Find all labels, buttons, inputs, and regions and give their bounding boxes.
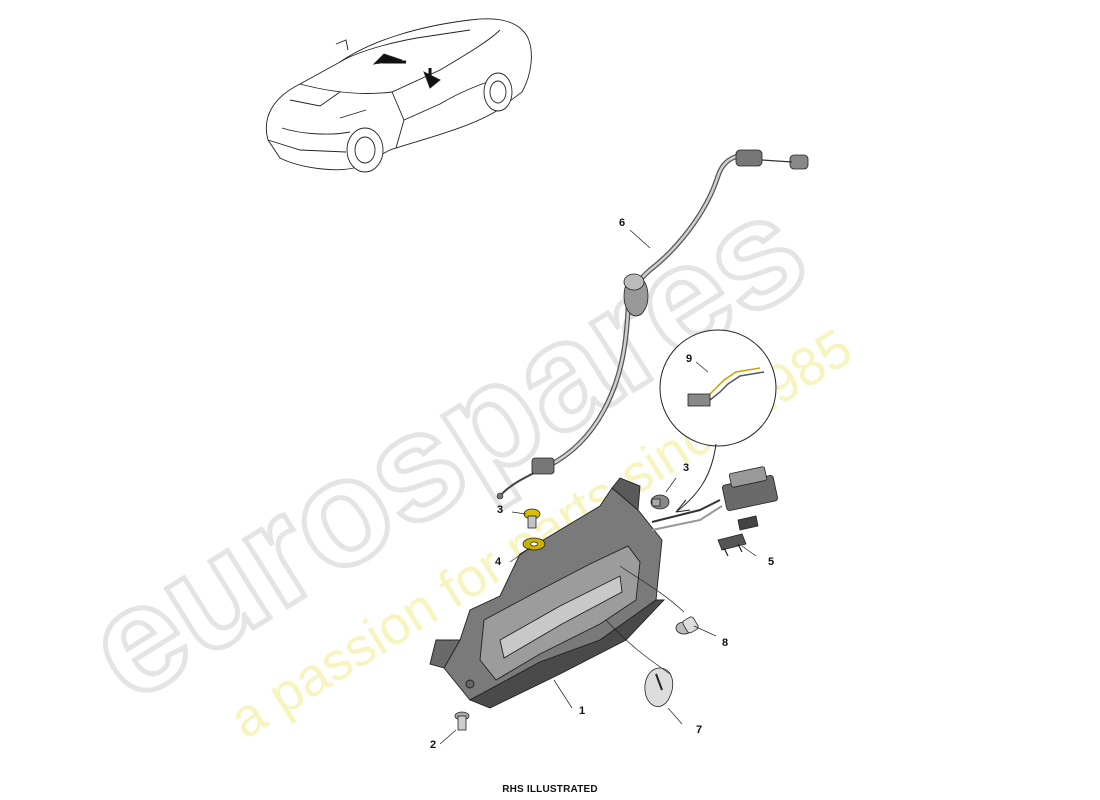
callout-8: 8 bbox=[722, 637, 729, 649]
callout-5: 5 bbox=[768, 556, 775, 568]
callout-7: 7 bbox=[696, 724, 703, 736]
callout-2: 2 bbox=[430, 739, 437, 751]
connector-block bbox=[722, 466, 778, 511]
callout-3-lower: 3 bbox=[497, 504, 504, 516]
door-handle-housing bbox=[429, 477, 723, 709]
clip-5 bbox=[717, 533, 747, 557]
caption: RHS ILLUSTRATED bbox=[502, 784, 598, 795]
detail-circle bbox=[659, 329, 777, 513]
leader-lines bbox=[439, 229, 757, 745]
fastener-3-upper bbox=[650, 494, 670, 510]
bolt-2 bbox=[454, 711, 470, 731]
callout-4: 4 bbox=[495, 556, 502, 568]
car-overview-icon bbox=[265, 18, 532, 173]
callout-1: 1 bbox=[579, 705, 586, 717]
callout-9: 9 bbox=[686, 353, 693, 365]
washer-4 bbox=[522, 537, 546, 551]
grommet-7 bbox=[644, 667, 674, 707]
callout-6: 6 bbox=[619, 217, 626, 229]
fastener-3-lower bbox=[523, 508, 541, 529]
callout-3-upper: 3 bbox=[683, 462, 690, 474]
release-cable bbox=[496, 149, 809, 500]
plug-8 bbox=[675, 616, 699, 635]
clip-top bbox=[737, 515, 759, 531]
